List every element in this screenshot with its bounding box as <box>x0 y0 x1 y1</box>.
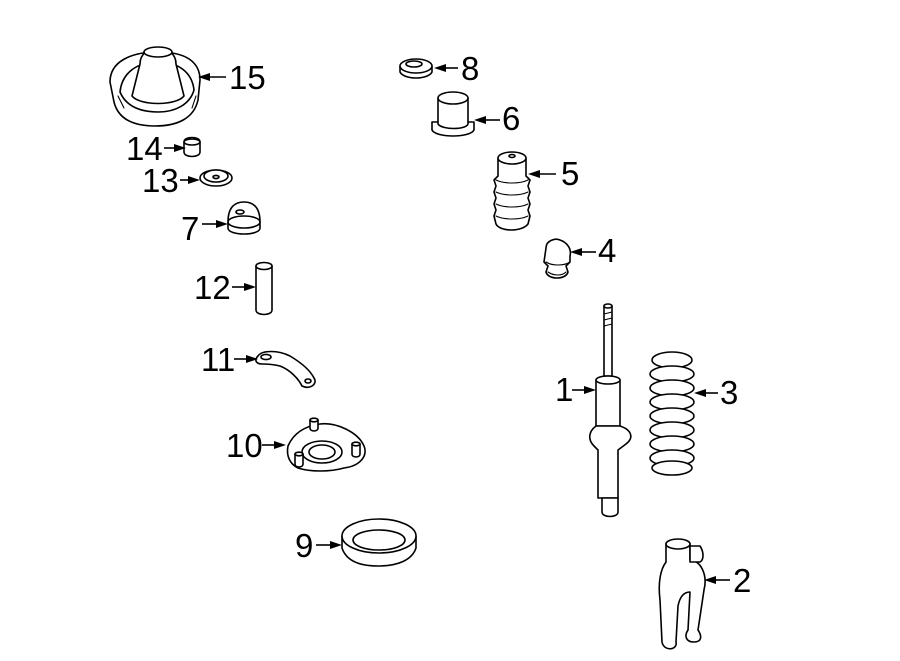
part-2-fork <box>658 538 706 650</box>
callout-5: 5 <box>528 155 579 192</box>
part-11-bracket <box>255 350 316 389</box>
callout-label-3: 3 <box>720 374 738 411</box>
callout-10: 10 <box>226 427 286 464</box>
callout-label-13: 13 <box>142 162 179 199</box>
callout-12: 12 <box>194 269 256 306</box>
part-1-strut <box>588 303 632 518</box>
part-3-coil-spring <box>649 351 695 476</box>
part-9-spring-seat <box>341 518 417 567</box>
callout-label-11: 11 <box>201 341 235 378</box>
callout-label-7: 7 <box>181 210 199 247</box>
callout-7: 7 <box>181 210 228 247</box>
callout-label-9: 9 <box>295 527 313 564</box>
callout-1: 1 <box>555 371 596 408</box>
callout-label-2: 2 <box>733 562 751 599</box>
callout-14: 14 <box>126 130 186 167</box>
callout-4: 4 <box>570 232 616 269</box>
callout-label-6: 6 <box>502 100 520 137</box>
part-13-washer <box>199 169 233 187</box>
part-7-bump-cap <box>227 201 261 235</box>
part-12-sleeve <box>255 261 273 316</box>
part-14-bushing <box>183 136 201 158</box>
callout-13: 13 <box>142 162 200 199</box>
part-4-bump-stop <box>543 238 572 279</box>
part-6-dust-cap <box>431 91 475 137</box>
callout-15: 15 <box>198 59 266 96</box>
callout-label-10: 10 <box>226 427 263 464</box>
part-8-cap <box>399 58 433 79</box>
part-10-mount-plate <box>286 417 366 472</box>
callout-6: 6 <box>474 100 520 137</box>
callout-label-14: 14 <box>126 130 163 167</box>
callout-11: 11 <box>201 341 258 378</box>
callout-2: 2 <box>704 562 751 599</box>
part-15-mount-cover <box>109 46 201 127</box>
callout-label-12: 12 <box>194 269 231 306</box>
callout-8: 8 <box>434 50 479 87</box>
callout-label-4: 4 <box>598 232 616 269</box>
callout-label-5: 5 <box>561 155 579 192</box>
callout-label-8: 8 <box>461 50 479 87</box>
callout-9: 9 <box>295 527 342 564</box>
part-5-boot <box>493 151 531 231</box>
callout-label-15: 15 <box>229 59 266 96</box>
callout-3: 3 <box>694 374 738 411</box>
callout-label-1: 1 <box>555 371 573 408</box>
